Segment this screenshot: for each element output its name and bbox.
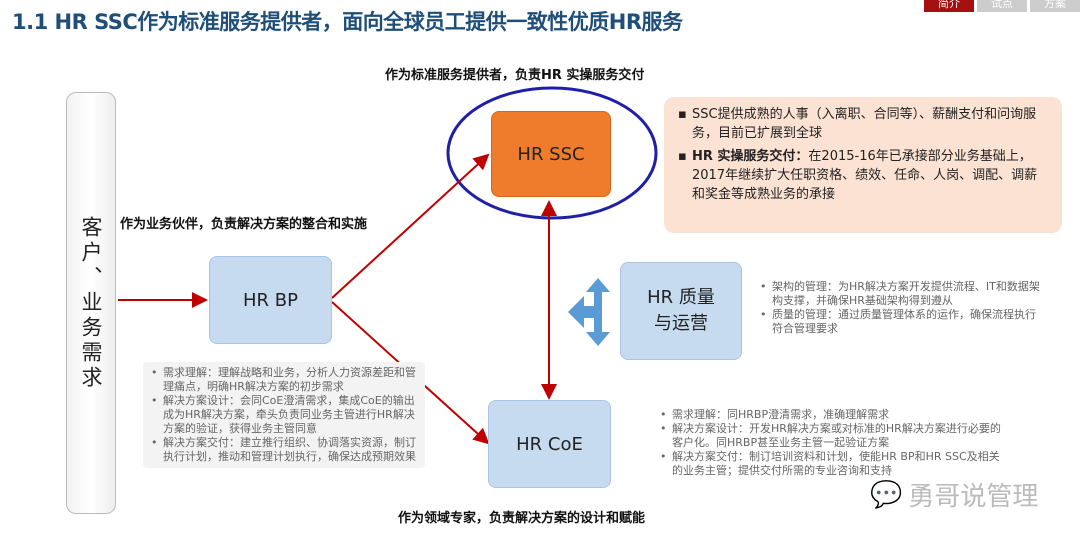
ssc-notes: SSC提供成熟的人事（入离职、合同等）、薪酬支付和问询服务，目前已扩展到全球 H…: [664, 97, 1062, 233]
watermark: 💬勇哥说管理: [870, 476, 1038, 513]
arrow-bp-ssc: [331, 153, 490, 299]
quality-notes: 架构的管理：为HR解决方案开发提供流程、IT和数据架构支撑，并确保HR基础架构得…: [760, 280, 1040, 336]
node-hr-ssc[interactable]: HR SSC: [491, 111, 611, 197]
quality-note-item: 质量的管理：通过质量管理体系的运作，确保流程执行符合管理要求: [760, 308, 1040, 336]
node-hr-coe[interactable]: HR CoE: [488, 400, 611, 488]
four-way-arrow-icon: [568, 278, 610, 346]
tab-intro[interactable]: 简介: [924, 0, 974, 12]
coe-notes: 需求理解：同HRBP澄清需求，准确理解需求 解决方案设计：开发HR解决方案或对标…: [660, 408, 1005, 478]
bp-note-item: 需求理解：理解战略和业务，分析人力资源差距和管理痛点，明确HR解决方案的初步需求: [151, 366, 421, 394]
coe-caption: 作为领域专家，负责解决方案的设计和赋能: [398, 511, 646, 526]
coe-note-item: 需求理解：同HRBP澄清需求，准确理解需求: [660, 408, 1005, 422]
ssc-note-item: HR 实操服务交付：在2015-16年已承接部分业务基础上，2017年继续扩大任…: [678, 147, 1050, 204]
node-hr-quality-ops[interactable]: HR 质量与运营: [620, 262, 742, 360]
tab-plan[interactable]: 方案: [1030, 0, 1080, 12]
bp-caption: 作为业务伙伴，负责解决方案的整合和实施: [120, 217, 368, 232]
customer-need-box: 客户、业务需求: [66, 92, 116, 514]
page-title: 1.1 HR SSC作为标准服务提供者，面向全球员工提供一致性优质HR服务: [12, 10, 683, 34]
coe-note-item: 解决方案交付：制订培训资料和计划，使能HR BP和HR SSC及相关的业务主管；…: [660, 450, 1005, 478]
tab-pilot[interactable]: 试点: [977, 0, 1027, 12]
nav-tabs: 简介 试点 方案: [924, 0, 1080, 12]
coe-note-item: 解决方案设计：开发HR解决方案或对标准的HR解决方案进行必要的客户化。同HRBP…: [660, 422, 1005, 450]
bp-note-item: 解决方案设计：会同CoE澄清需求，集成CoE的输出成为HR解决方案，牵头负责同业…: [151, 394, 421, 436]
customer-label: 客户、业务需求: [79, 215, 103, 391]
ssc-note-item: SSC提供成熟的人事（入离职、合同等）、薪酬支付和问询服务，目前已扩展到全球: [678, 105, 1050, 143]
ssc-caption: 作为标准服务提供者，负责HR 实操服务交付: [385, 68, 645, 83]
node-hr-bp[interactable]: HR BP: [209, 256, 332, 344]
wechat-icon: 💬: [870, 479, 903, 510]
watermark-text: 勇哥说管理: [908, 482, 1039, 512]
quality-note-item: 架构的管理：为HR解决方案开发提供流程、IT和数据架构支撑，并确保HR基础架构得…: [760, 280, 1040, 308]
bp-note-item: 解决方案交付：建立推行组织、协调落实资源，制订执行计划，推动和管理计划执行，确保…: [151, 436, 421, 464]
bp-notes: 需求理解：理解战略和业务，分析人力资源差距和管理痛点，明确HR解决方案的初步需求…: [143, 362, 425, 468]
